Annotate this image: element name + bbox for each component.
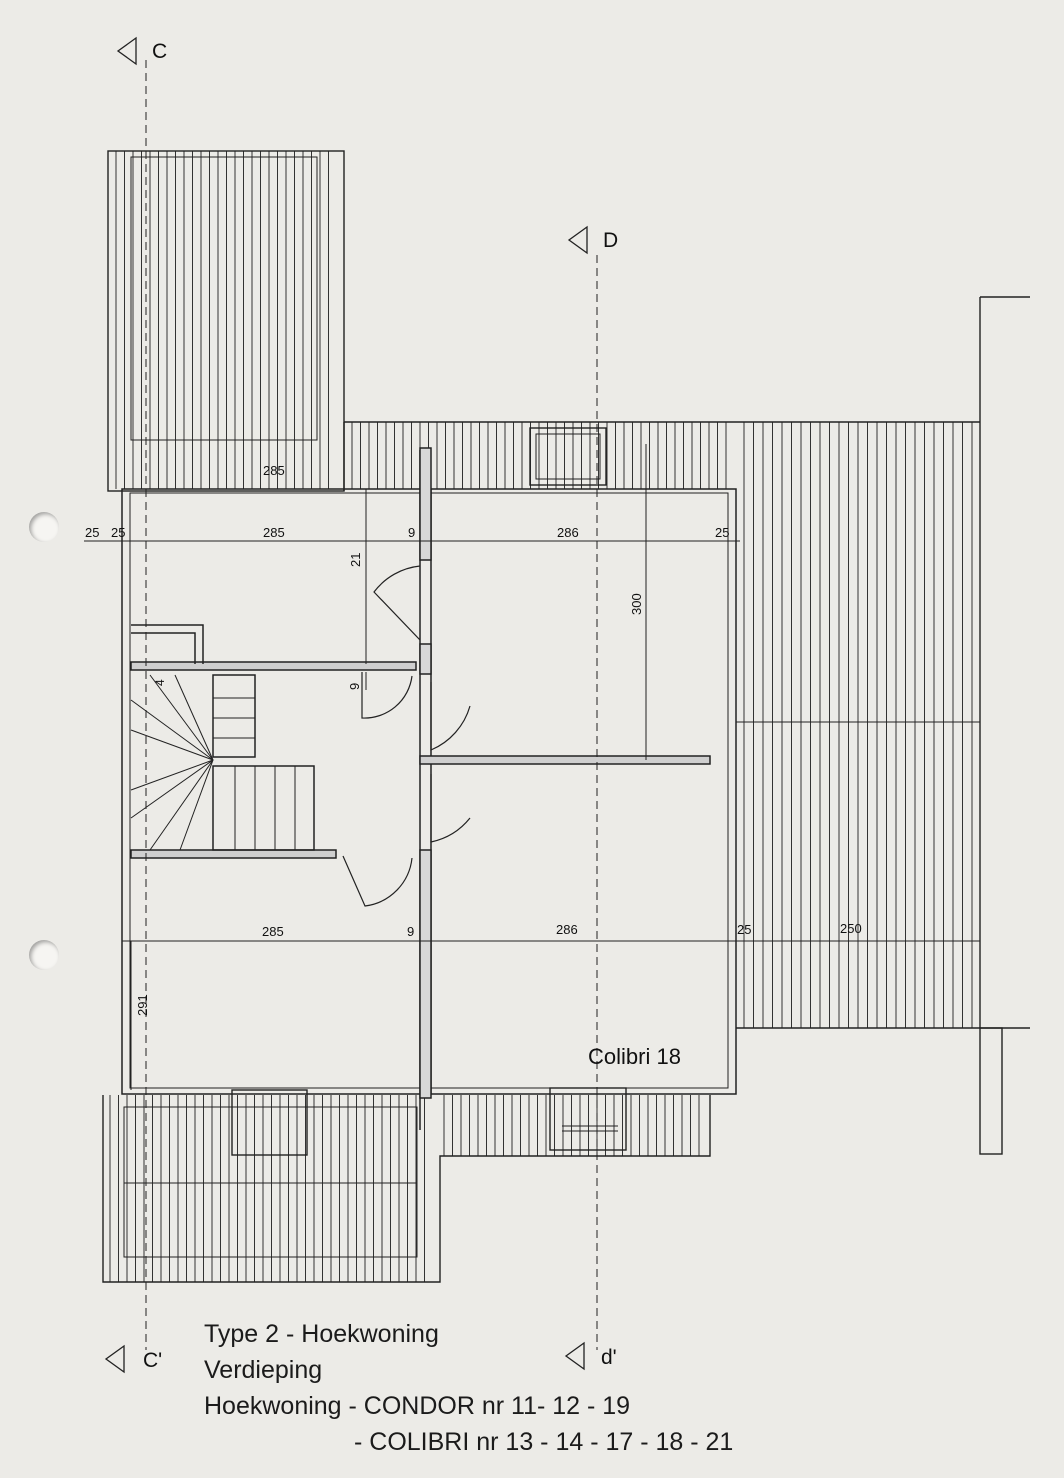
section-markers [104, 36, 588, 1374]
punch-hole-bottom [29, 940, 59, 970]
dim-25-low: 25 [737, 922, 751, 937]
doors [342, 565, 471, 907]
roof-hatching [109, 151, 973, 1282]
dimension-lines [84, 444, 980, 1090]
walls [121, 447, 737, 1130]
dim-285-top: 285 [263, 463, 285, 478]
caption-line-3: Hoekwoning - CONDOR nr 11- 12 - 19 [204, 1392, 631, 1420]
dim-291: 291 [135, 994, 150, 1016]
dim-9-hall: 9 [347, 683, 362, 690]
section-d-bottom: d' [601, 1346, 617, 1369]
building-outline [102, 150, 1030, 1283]
dim-300: 300 [629, 593, 644, 615]
dim-285-mid: 285 [263, 525, 285, 540]
dim-285-low: 285 [262, 924, 284, 939]
section-lines [145, 60, 598, 1350]
dim-21: 21 [348, 553, 363, 567]
dim-25-left-b: 25 [111, 525, 125, 540]
section-c-top: C [152, 40, 167, 63]
caption-line-1: Type 2 - Hoekwoning [204, 1320, 439, 1348]
caption-line-2: Verdieping [204, 1356, 323, 1384]
caption-line-4: - COLIBRI nr 13 - 14 - 17 - 18 - 21 [354, 1428, 734, 1456]
stair-treads [130, 674, 296, 851]
dim-25-right: 25 [715, 525, 729, 540]
dim-9-low: 9 [407, 924, 414, 939]
dim-25-left: 25 [85, 525, 99, 540]
section-d-top: D [603, 229, 618, 252]
section-c-bottom: C' [143, 1349, 162, 1372]
dim-250: 250 [840, 921, 862, 936]
punch-hole-top [29, 512, 59, 542]
dim-286-mid: 286 [557, 525, 579, 540]
room-label: Colibri 18 [588, 1044, 681, 1069]
dim-4-stair: 4 [153, 679, 167, 686]
dim-9-mid: 9 [408, 525, 415, 540]
caption: Type 2 - Hoekwoning Verdieping Hoekwonin… [204, 1316, 733, 1460]
dim-286-low: 286 [556, 922, 578, 937]
